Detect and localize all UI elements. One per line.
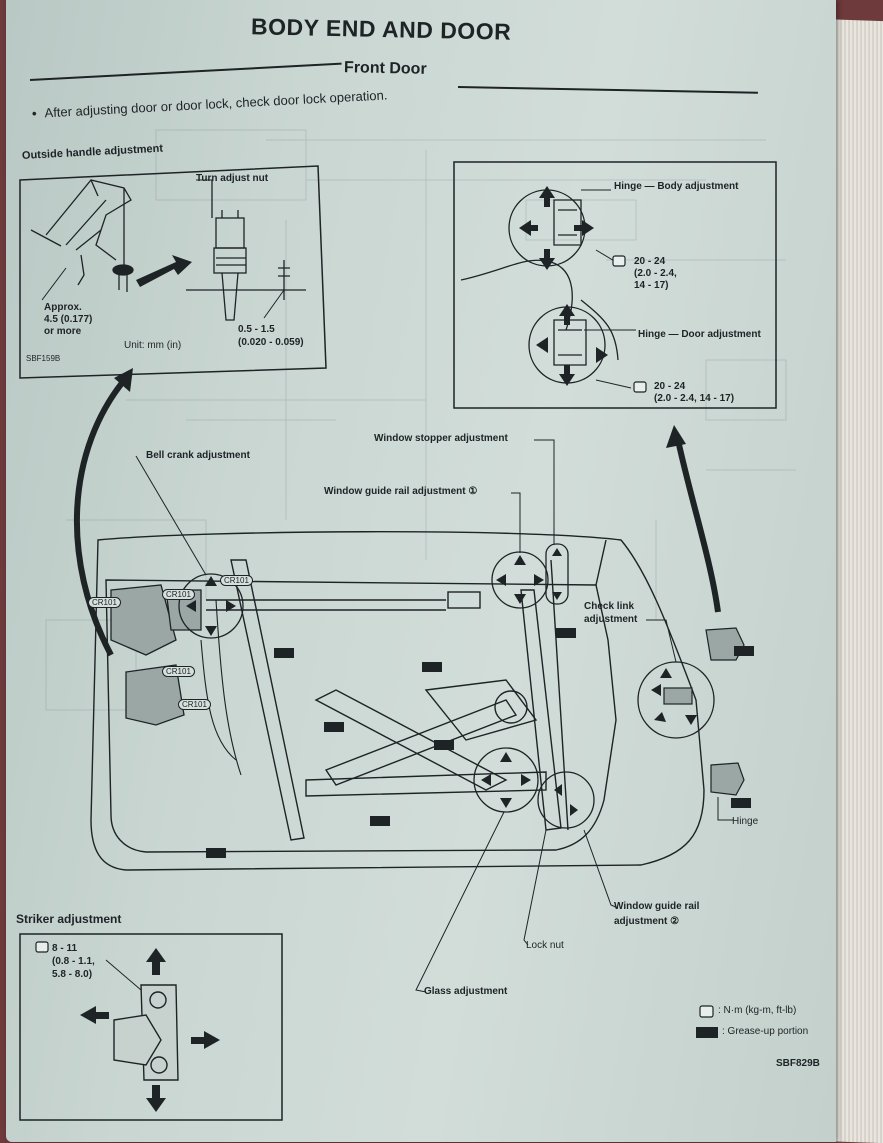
hinge-inset [453, 161, 777, 409]
check-link-line-1: Check link [584, 601, 635, 612]
striker-torque-line-2: (0.8 - 1.1, [52, 956, 95, 967]
hinge-torque-2-line-2: (2.0 - 2.4, 14 - 17) [654, 393, 735, 404]
hinge-torque-1-line-2: (2.0 - 2.4, [634, 268, 677, 279]
turn-adjust-nut-label: Turn adjust nut [196, 173, 269, 184]
manual-page: BODY END AND DOOR Front Door •After adju… [6, 0, 836, 1142]
approx-line-2: 4.5 (0.177) [44, 314, 93, 325]
guide-rail-2-line-1: Window guide rail [614, 901, 700, 912]
connector-tag: CR101 [88, 597, 121, 608]
connector-tag: CR101 [162, 589, 195, 600]
legend-symbols [696, 1005, 718, 1038]
connector-tag: CR101 [162, 666, 195, 677]
hinge-torque-1-line-3: 14 - 17) [634, 280, 669, 291]
hinge-label: Hinge [732, 816, 759, 827]
approx-clearance-label: Approx. 4.5 (0.177) or more [44, 302, 92, 338]
striker-torque: 8 - 11 (0.8 - 1.1, 5.8 - 8.0) [52, 942, 95, 981]
bell-crank-label: Bell crank adjustment [146, 450, 250, 461]
glass-adjustment-label: Glass adjustment [424, 986, 508, 997]
outside-handle-inset [19, 165, 327, 379]
grease-legend-text: : Grease-up portion [722, 1026, 809, 1037]
hinge-torque-2: 20 - 24 (2.0 - 2.4, 14 - 17) [654, 381, 734, 405]
nut-range-in: (0.020 - 0.059) [238, 337, 304, 348]
guide-rail-2-label: Window guide rail adjustment ② [614, 899, 699, 929]
door-assembly-drawing [73, 368, 754, 993]
grease-legend-icon [696, 1027, 718, 1038]
striker-heading: Striker adjustment [16, 912, 122, 926]
hinge-torque-2-line-1: 20 - 24 [654, 381, 686, 392]
check-link-line-2: adjustment [584, 614, 638, 625]
nut-range-label: 0.5 - 1.5 (0.020 - 0.059) [238, 323, 304, 349]
torque-legend-text: : N·m (kg-m, ft-lb) [718, 1005, 797, 1016]
connector-tag: CR101 [178, 699, 211, 710]
striker-inset [19, 933, 283, 1121]
guide-rail-1-label: Window guide rail adjustment ① [324, 486, 478, 497]
nut-range-mm: 0.5 - 1.5 [238, 324, 275, 335]
check-link-label: Check link adjustment [584, 600, 637, 626]
torque-legend-icon [699, 1005, 714, 1018]
torque-icon [35, 941, 49, 953]
grease-marks [206, 628, 754, 858]
window-stopper-label: Window stopper adjustment [374, 433, 508, 444]
connector-tag: CR101 [220, 575, 253, 586]
unit-label: Unit: mm (in) [124, 340, 182, 351]
hinge-body-adjustment-label: Hinge — Body adjustment [614, 181, 739, 192]
hinge-torque-1: 20 - 24 (2.0 - 2.4, 14 - 17) [634, 256, 677, 292]
guide-rail-2-line-2: adjustment ② [614, 916, 680, 927]
lock-nut-label: Lock nut [526, 940, 564, 951]
hinge-torque-1-line-1: 20 - 24 [634, 256, 666, 267]
striker-torque-line-1: 8 - 11 [52, 943, 78, 954]
hinge-arrows [519, 186, 608, 386]
striker-torque-line-3: 5.8 - 8.0) [52, 969, 93, 980]
approx-line-1: Approx. [44, 302, 82, 313]
approx-line-3: or more [44, 326, 82, 337]
inset-code: SBF159B [26, 354, 61, 363]
hinge-door-adjustment-label: Hinge — Door adjustment [638, 329, 761, 340]
figure-code: SBF829B [776, 1058, 820, 1069]
torque-icons [612, 255, 647, 393]
